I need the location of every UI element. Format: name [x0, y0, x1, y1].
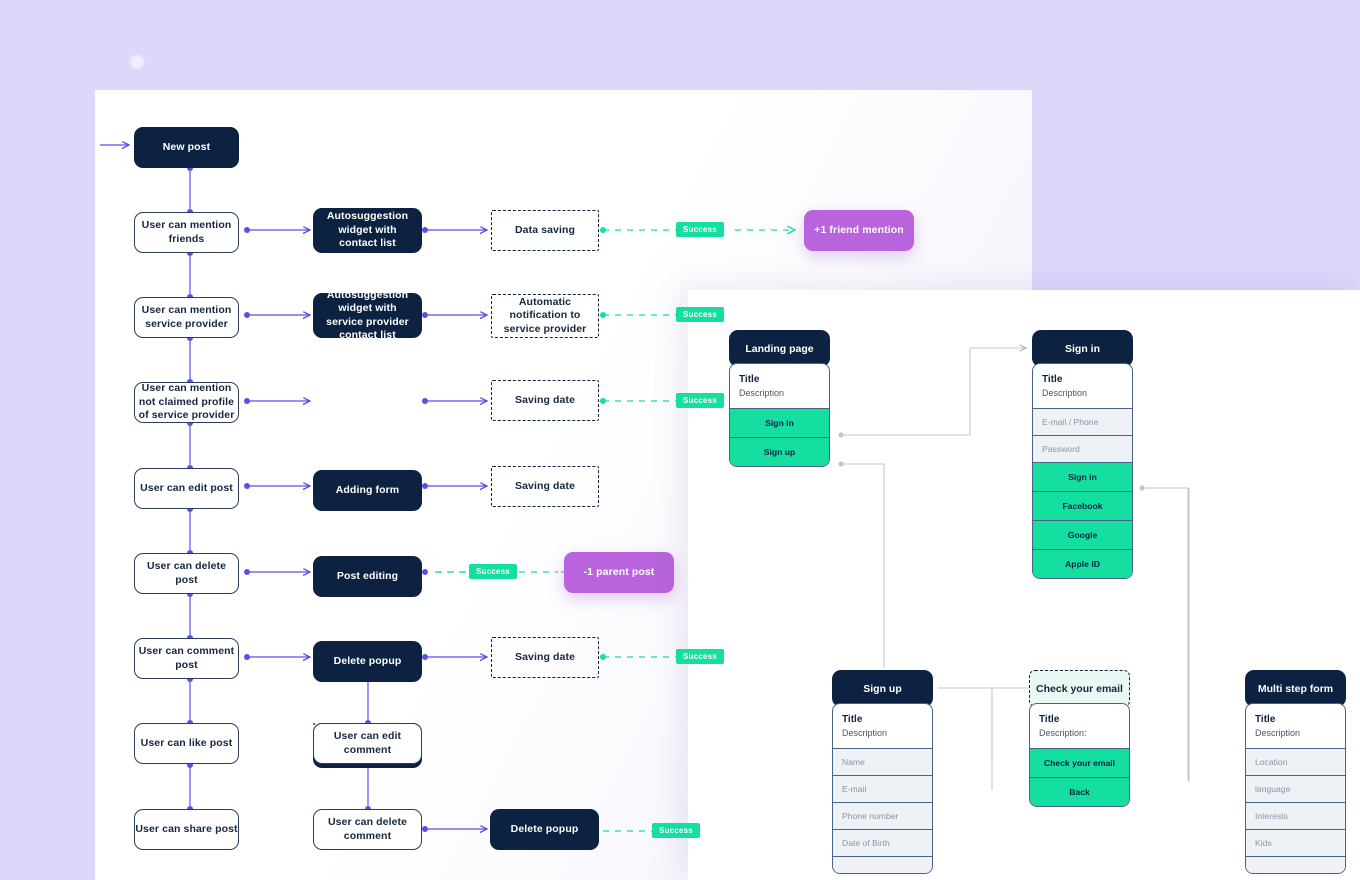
card-header-sign-up[interactable]: Sign up: [832, 670, 933, 707]
flow-node-adding-form[interactable]: Adding form: [313, 470, 422, 511]
action-apple-id[interactable]: Apple ID: [1033, 549, 1132, 579]
wireframe-card-sign-up: Sign up Title Description Name E-mail Ph…: [832, 670, 933, 875]
card-title: Title: [1039, 714, 1060, 725]
flow-node-new-post[interactable]: New post: [134, 127, 239, 168]
card-title-block: Title Description: [1033, 364, 1132, 408]
flow-node-automatic-notification: Automatic notification to service provid…: [491, 294, 599, 338]
status-tag-success-4: Success: [469, 564, 517, 579]
status-tag-success-3: Success: [676, 393, 724, 408]
flow-node-delete-comment[interactable]: User can delete comment: [313, 809, 422, 850]
flow-node-mention-unclaimed-profile[interactable]: User can mention not claimed profile of …: [134, 382, 239, 423]
wireframe-card-sign-in: Sign in Title Description E-mail / Phone…: [1032, 330, 1133, 580]
flow-node-saving-date-3: Saving date: [491, 637, 599, 678]
action-sign-in[interactable]: Sign in: [1033, 462, 1132, 492]
flow-node-edit-post[interactable]: User can edit post: [134, 468, 239, 509]
flow-node-edit-comment[interactable]: User can edit comment: [313, 723, 422, 764]
wireframe-card-multi-step-form: Multi step form Title Description Locati…: [1245, 670, 1346, 875]
action-check-your-email[interactable]: Check your email: [1030, 748, 1129, 778]
card-title-block: Title Description: [833, 704, 932, 748]
action-google[interactable]: Google: [1033, 520, 1132, 550]
field-email-phone[interactable]: E-mail / Phone: [1033, 408, 1132, 436]
field-phone-number[interactable]: Phone number: [833, 802, 932, 830]
flow-node-delete-popup-post[interactable]: Delete popup: [313, 641, 422, 682]
flow-node-data-saving: Data saving: [491, 210, 599, 251]
card-title-block: Title Description:: [1030, 704, 1129, 748]
status-tag-success-5: Success: [676, 649, 724, 664]
card-title-block: Title Description: [730, 364, 829, 408]
status-tag-success-2: Success: [676, 307, 724, 322]
flow-node-share-post[interactable]: User can share post: [134, 809, 239, 850]
spacer3: [313, 723, 315, 725]
card-body-sign-up: Title Description Name E-mail Phone numb…: [832, 703, 933, 875]
card-body-sign-in: Title Description E-mail / Phone Passwor…: [1032, 363, 1133, 580]
field-extra[interactable]: [1246, 856, 1345, 874]
field-interests[interactable]: Interests: [1246, 802, 1345, 830]
action-sign-in[interactable]: Sign in: [730, 408, 829, 438]
flow-node-delete-post[interactable]: User can delete post: [134, 553, 239, 594]
status-tag-success-1: Success: [676, 222, 724, 237]
field-location[interactable]: Location: [1246, 748, 1345, 776]
action-facebook[interactable]: Facebook: [1033, 491, 1132, 521]
wireframe-panel: Landing page Title Description Sign in S…: [688, 290, 1360, 880]
field-password[interactable]: Password: [1033, 435, 1132, 463]
card-body-check-your-email: Title Description: Check your email Back: [1029, 703, 1130, 808]
flow-node-delete-popup-comment[interactable]: Delete popup: [490, 809, 599, 850]
decorative-circle: [130, 55, 144, 69]
card-title: Title: [739, 374, 760, 385]
wireframe-card-landing-page: Landing page Title Description Sign in S…: [729, 330, 830, 468]
flow-node-post-editing[interactable]: Post editing: [313, 556, 422, 597]
status-tag-success-6: Success: [652, 823, 700, 838]
card-body-landing-page: Title Description Sign in Sign up: [729, 363, 830, 468]
card-header-landing-page[interactable]: Landing page: [729, 330, 830, 367]
flow-node-autosuggestion-service-provider[interactable]: Autosuggestion widget with service provi…: [313, 289, 422, 341]
field-name[interactable]: Name: [833, 748, 932, 776]
wireframe-card-check-your-email: Check your email Title Description: Chec…: [1029, 670, 1130, 808]
field-extra[interactable]: [833, 856, 932, 874]
action-sign-up[interactable]: Sign up: [730, 437, 829, 467]
flow-node-like-post[interactable]: User can like post: [134, 723, 239, 764]
card-description: Description: [1042, 387, 1088, 398]
card-header-sign-in[interactable]: Sign in: [1032, 330, 1133, 367]
card-description: Description:: [1039, 727, 1087, 738]
card-title-block: Title Description: [1246, 704, 1345, 748]
card-description: Description: [842, 727, 888, 738]
card-title: Title: [1255, 714, 1276, 725]
card-description: Description: [1255, 727, 1301, 738]
field-email[interactable]: E-mail: [833, 775, 932, 803]
field-kids[interactable]: Kids: [1246, 829, 1345, 857]
card-header-multi-step-form[interactable]: Multi step form: [1245, 670, 1346, 707]
card-title: Title: [842, 714, 863, 725]
card-title: Title: [1042, 374, 1063, 385]
card-header-check-your-email[interactable]: Check your email: [1029, 670, 1130, 707]
flow-node-parent-post-counter: -1 parent post: [564, 552, 674, 593]
field-language[interactable]: language: [1246, 775, 1345, 803]
flow-node-saving-date-2: Saving date: [491, 466, 599, 507]
flow-node-friend-mention-counter: +1 friend mention: [804, 210, 914, 251]
card-description: Description: [739, 387, 785, 398]
card-body-multi-step-form: Title Description Location language Inte…: [1245, 703, 1346, 875]
action-back[interactable]: Back: [1030, 777, 1129, 807]
flow-node-autosuggestion-contact-list[interactable]: Autosuggestion widget with contact list: [313, 208, 422, 253]
field-date-of-birth[interactable]: Date of Birth: [833, 829, 932, 857]
flow-node-saving-date-1: Saving date: [491, 380, 599, 421]
flow-node-mention-service-provider[interactable]: User can mention service provider: [134, 297, 239, 338]
flow-node-comment-post[interactable]: User can comment post: [134, 638, 239, 679]
flow-node-mention-friends[interactable]: User can mention friends: [134, 212, 239, 253]
